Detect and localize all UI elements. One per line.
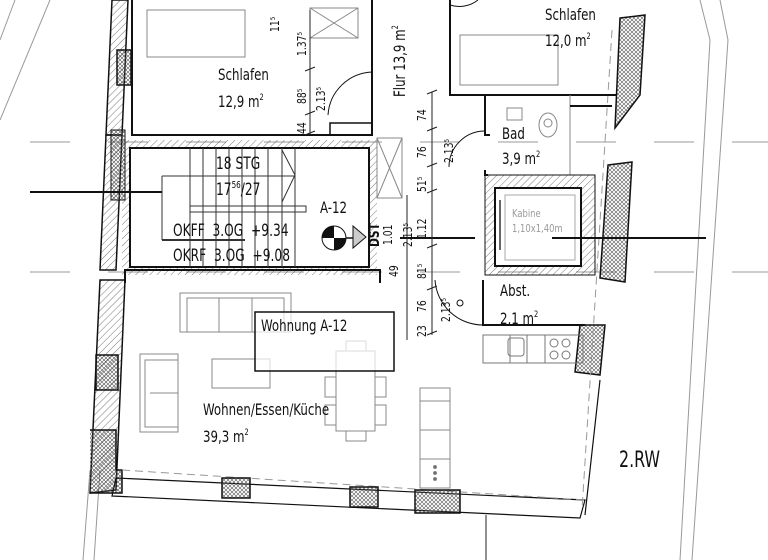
area-value: 3,9 m bbox=[502, 149, 537, 168]
stair-okrf: OKRF 3.OG +9.08 bbox=[173, 246, 290, 266]
dim-76-a: 76 bbox=[415, 146, 429, 158]
area-unit-sup: 2 bbox=[259, 93, 264, 103]
stair-okff: OKFF 3.OG +9.34 bbox=[173, 221, 289, 241]
unit-marker-symbol bbox=[321, 224, 367, 251]
dst-label: DST bbox=[367, 223, 383, 247]
area-value: 39,3 m bbox=[203, 427, 245, 446]
room-area-schlafen-right: 12,0 m2 bbox=[545, 33, 591, 49]
dim-2135-c: 2.13⁵ bbox=[401, 222, 415, 247]
dim-1375: 1.37⁵ bbox=[295, 31, 309, 56]
dim-115: 11⁵ bbox=[268, 16, 282, 32]
unit-label-box bbox=[254, 311, 395, 372]
room-name-abst: Abst. bbox=[500, 281, 531, 300]
dst-value: 1.01 bbox=[381, 224, 395, 245]
dim-44: 44 bbox=[295, 122, 309, 134]
flur-text: Flur 13,9 m bbox=[390, 29, 409, 98]
dim-74: 74 bbox=[415, 109, 429, 121]
room-area-schlafen-left: 12,9 m2 bbox=[218, 94, 264, 110]
area-unit-sup: 2 bbox=[534, 310, 539, 320]
unit-marker-label: A-12 bbox=[320, 198, 348, 217]
unit-label: Wohnung A-12 bbox=[261, 316, 348, 335]
shaft bbox=[376, 137, 403, 199]
room-name-schlafen-right: Schlafen bbox=[545, 5, 596, 24]
room-area-bad: 3,9 m2 bbox=[502, 151, 540, 167]
room-name-bad: Bad bbox=[502, 124, 525, 143]
dim-2135-b: 2.13⁵ bbox=[442, 138, 456, 163]
stair-ratio: 1756/27 bbox=[216, 181, 260, 199]
ratio-base: 17 bbox=[216, 180, 232, 200]
dim-515: 51⁵ bbox=[415, 176, 429, 192]
room-name-schlafen-left: Schlafen bbox=[218, 65, 269, 84]
ratio-sup: 56 bbox=[231, 180, 241, 191]
area-unit-sup: 2 bbox=[586, 32, 591, 42]
area-unit-sup: 2 bbox=[536, 150, 541, 160]
room-schlafen-right bbox=[449, 0, 617, 96]
floor-label: 2.RW bbox=[619, 448, 661, 473]
room-name-wohnen: Wohnen/Essen/Küche bbox=[203, 400, 330, 419]
room-area-wohnen: 39,3 m2 bbox=[203, 429, 249, 445]
dim-815: 81⁵ bbox=[415, 263, 429, 279]
outer-wall-left bbox=[89, 0, 132, 494]
elevator bbox=[400, 174, 706, 276]
dim-2135-a: 2.13⁵ bbox=[314, 86, 328, 111]
ratio-tail: /27 bbox=[240, 180, 261, 200]
dimension-lines bbox=[304, 10, 487, 560]
dim-76-b: 76 bbox=[415, 300, 429, 312]
area-unit-sup: 2 bbox=[244, 428, 249, 438]
room-bad bbox=[448, 95, 612, 176]
room-abst-kitchen bbox=[434, 279, 585, 364]
area-value: 12,9 m bbox=[218, 92, 260, 111]
living-furniture bbox=[124, 269, 451, 489]
area-value: 2,1 m bbox=[500, 309, 535, 328]
stair-steps: 18 STG bbox=[216, 154, 261, 174]
dim-23: 23 bbox=[415, 325, 429, 337]
room-label-flur: Flur 13,9 m2 bbox=[390, 25, 409, 98]
dim-885: 88⁵ bbox=[295, 88, 309, 104]
elevator-label: Kabine bbox=[512, 207, 541, 220]
outer-wall-bottom bbox=[111, 469, 586, 519]
dim-2135-d: 2.13⁵ bbox=[439, 297, 453, 322]
elevator-size: 1,10x1,40m bbox=[512, 222, 563, 235]
stair-room bbox=[30, 140, 377, 275]
room-area-abst: 2,1 m2 bbox=[500, 311, 538, 327]
dim-112: 1.12 bbox=[415, 218, 429, 239]
area-value: 12,0 m bbox=[545, 31, 587, 50]
area-unit-sup: 2 bbox=[391, 25, 401, 30]
dim-49: 49 bbox=[387, 265, 401, 277]
